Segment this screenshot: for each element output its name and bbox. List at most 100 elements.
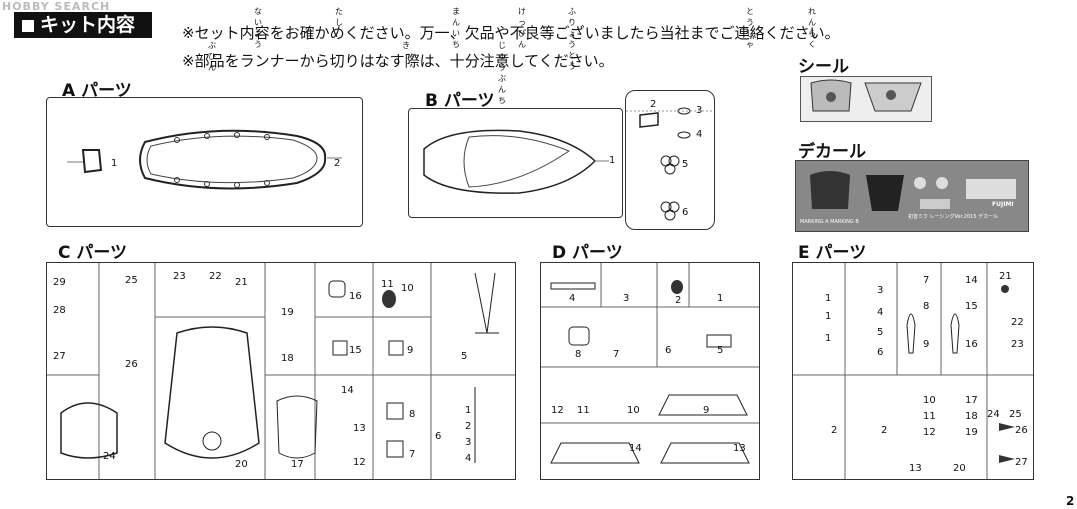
part-label: 23 xyxy=(173,271,186,282)
part-label: 19 xyxy=(965,427,978,438)
part-label: 13 xyxy=(909,463,922,474)
furigana: れんらく xyxy=(808,7,816,49)
section-e-title: E パーツ xyxy=(798,243,867,263)
part-label: 9 xyxy=(407,345,414,356)
section-b-title: B パーツ xyxy=(425,91,495,111)
note-2: ※部品をランナーから切りはなす際は、十分注意してください。 xyxy=(182,52,614,70)
part-label: 22 xyxy=(209,271,222,282)
part-label: 1 xyxy=(465,405,472,416)
part-label: 16 xyxy=(965,339,978,350)
part-label: 6 xyxy=(682,207,689,218)
part-label: 25 xyxy=(125,275,138,286)
header-title-box: キット内容 xyxy=(14,12,152,38)
part-label: 14 xyxy=(629,443,642,454)
sprue-d-frame: 4 3 2 1 8 7 6 5 12 11 10 9 14 13 xyxy=(540,262,760,480)
part-label: 21 xyxy=(235,277,248,288)
part-label: 29 xyxy=(53,277,66,288)
part-label: 28 xyxy=(53,305,66,316)
sprue-e-drawing xyxy=(793,263,1033,479)
furigana: き xyxy=(402,41,410,50)
part-label: 2 xyxy=(650,99,657,110)
part-label: 14 xyxy=(965,275,978,286)
part-label: 3 xyxy=(623,293,630,304)
part-label: 2 xyxy=(465,421,472,432)
part-label: 24 xyxy=(103,451,116,462)
square-icon xyxy=(22,20,34,32)
part-label: 1 xyxy=(825,311,832,322)
part-label: 8 xyxy=(575,349,582,360)
part-label: 5 xyxy=(461,351,468,362)
part-label: 11 xyxy=(923,411,936,422)
part-label: 3 xyxy=(465,437,472,448)
part-label: 18 xyxy=(965,411,978,422)
part-label: 2 xyxy=(675,295,682,306)
part-label: 11 xyxy=(381,279,394,290)
part-label: 1 xyxy=(717,293,724,304)
part-label: 20 xyxy=(235,459,248,470)
part-label: 7 xyxy=(409,449,416,460)
decal-sheet: MARKING A MARKING B 初音ミク レーシングVer.2015 デ… xyxy=(795,160,1029,232)
furigana: とうしゃ xyxy=(746,7,754,49)
sprue-c-drawing xyxy=(47,263,515,479)
part-label: 6 xyxy=(435,431,442,442)
part-label: 17 xyxy=(965,395,978,406)
section-a-title: A パーツ xyxy=(62,81,132,101)
part-label: 26 xyxy=(1015,425,1028,436)
seal-drawing xyxy=(810,79,922,112)
part-label: 12 xyxy=(923,427,936,438)
part-label: 9 xyxy=(703,405,710,416)
part-label: 4 xyxy=(877,307,884,318)
part-label: 24 xyxy=(987,409,1000,420)
part-label: 13 xyxy=(353,423,366,434)
part-label: 11 xyxy=(577,405,590,416)
decal-logo: FUJIMI xyxy=(992,201,1014,208)
sprue-b-frame: 1 xyxy=(408,108,623,218)
decal-caption: 初音ミク レーシングVer.2015 デカール xyxy=(908,214,999,220)
part-label: 12 xyxy=(353,457,366,468)
sprue-e-frame: 1 1 1 3 4 5 6 7 8 9 14 15 16 21 22 23 2 … xyxy=(792,262,1034,480)
decal-marking-text: MARKING A MARKING B xyxy=(800,219,859,225)
part-label: 9 xyxy=(923,339,930,350)
part-label: 22 xyxy=(1011,317,1024,328)
furigana: まんいち xyxy=(452,7,460,49)
decal-title: デカール xyxy=(798,142,866,162)
part-label: 15 xyxy=(965,301,978,312)
part-label: 1 xyxy=(609,155,616,166)
furigana: けっぴん xyxy=(518,7,526,49)
part-label: 4 xyxy=(569,293,576,304)
part-label: 1 xyxy=(825,293,832,304)
sprue-d-drawing xyxy=(541,263,759,464)
part-label: 21 xyxy=(999,271,1012,282)
part-label: 7 xyxy=(923,275,930,286)
part-label: 10 xyxy=(923,395,936,406)
part-label: 5 xyxy=(877,327,884,338)
section-d-title: D パーツ xyxy=(552,243,623,263)
part-label: 8 xyxy=(409,409,416,420)
seal-sheet xyxy=(800,76,932,122)
part-label: 5 xyxy=(682,159,689,170)
part-label: 17 xyxy=(291,459,304,470)
section-c-title: C パーツ xyxy=(58,243,128,263)
part-label: 4 xyxy=(465,453,472,464)
furigana: ふりょうとう xyxy=(568,7,576,71)
part-label: 3 xyxy=(696,105,703,116)
sprue-a-drawing xyxy=(67,129,342,190)
part-label: 12 xyxy=(551,405,564,416)
furigana: ないよう xyxy=(254,7,262,49)
sprue-b-drawing xyxy=(423,129,609,194)
part-label: 23 xyxy=(1011,339,1024,350)
part-label: 7 xyxy=(613,349,620,360)
part-label: 27 xyxy=(53,351,66,362)
part-label: 20 xyxy=(953,463,966,474)
seal-title: シール xyxy=(798,57,849,77)
part-label: 2 xyxy=(831,425,838,436)
part-label: 18 xyxy=(281,353,294,364)
part-label: 8 xyxy=(923,301,930,312)
part-label: 10 xyxy=(627,405,640,416)
part-label: 3 xyxy=(877,285,884,296)
furigana: ぶひん xyxy=(208,41,216,72)
part-label: 14 xyxy=(341,385,354,396)
part-label: 15 xyxy=(349,345,362,356)
furigana: たし xyxy=(335,7,343,27)
note-1: ※セット内容をお確かめください。万一、欠品や不良等ございましたら当社までご連絡く… xyxy=(182,24,840,42)
